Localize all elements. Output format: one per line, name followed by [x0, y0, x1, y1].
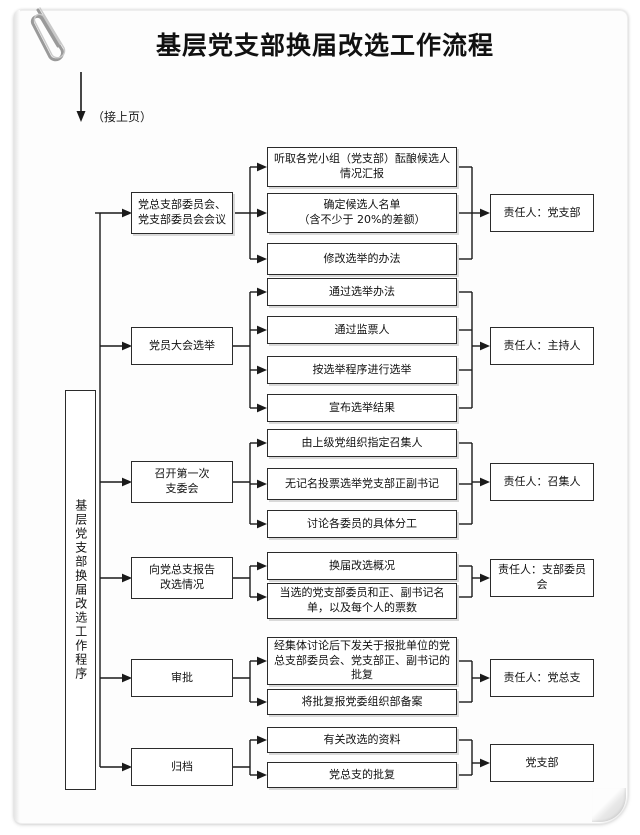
task-box[interactable]: 党总支的批复 — [267, 762, 457, 788]
stage-box-1[interactable]: 党总支部委员会、 党支部委员会会议 — [131, 192, 233, 234]
stage-box-6[interactable]: 归档 — [131, 748, 233, 786]
page-edge-shadow — [14, 10, 20, 822]
continuation-note: （接上页） — [92, 110, 153, 124]
paperclip-icon — [30, 7, 66, 62]
owner-box-1[interactable]: 责任人：党支部 — [490, 194, 594, 232]
stage-box-4[interactable]: 向党总支报告 改选情况 — [131, 557, 233, 599]
task-box[interactable]: 当选的党支部委员和正、副书记名单，以及每个人的票数 — [267, 583, 457, 619]
task-box[interactable]: 由上级党组织指定召集人 — [267, 429, 457, 457]
process-spine: 基层党支部换届改选工作程序 — [65, 390, 96, 790]
owner-box-5[interactable]: 责任人：党总支 — [490, 659, 594, 697]
task-box[interactable]: 换届改选概况 — [267, 552, 457, 580]
owner-box-6[interactable]: 党支部 — [490, 744, 594, 782]
task-box[interactable]: 无记名投票选举党支部正副书记 — [267, 468, 457, 500]
task-box[interactable]: 将批复报党委组织部备案 — [267, 689, 457, 715]
owner-box-2[interactable]: 责任人：主持人 — [490, 327, 594, 365]
task-box[interactable]: 经集体讨论后下发关于报批单位的党总支部委员会、党支部正、副书记的批复 — [267, 637, 457, 685]
page-title: 基层党支部换届改选工作流程 — [155, 31, 494, 60]
task-box[interactable]: 通过选举办法 — [267, 278, 457, 306]
task-box[interactable]: 修改选举的办法 — [267, 243, 457, 275]
down-arrow-icon — [76, 72, 86, 122]
owner-box-3[interactable]: 责任人：召集人 — [490, 463, 594, 501]
owner-box-4[interactable]: 责任人：支部委员会 — [490, 559, 594, 597]
stage-box-5[interactable]: 审批 — [131, 659, 233, 697]
stage-box-2[interactable]: 党员大会选举 — [131, 327, 233, 365]
spine-label: 基层党支部换届改选工作程序 — [73, 499, 88, 681]
task-box[interactable]: 听取各党小组（党支部）酝酿候选人情况汇报 — [267, 147, 457, 187]
stage-box-3[interactable]: 召开第一次 支委会 — [131, 461, 233, 503]
task-box[interactable]: 讨论各委员的具体分工 — [267, 510, 457, 538]
task-box[interactable]: 宣布选举结果 — [267, 394, 457, 422]
task-box[interactable]: 有关改选的资料 — [267, 727, 457, 753]
task-box[interactable]: 确定候选人名单 （含不少于 20%的差额） — [267, 193, 457, 233]
task-box[interactable]: 按选举程序进行选举 — [267, 356, 457, 384]
task-box[interactable]: 通过监票人 — [267, 316, 457, 344]
